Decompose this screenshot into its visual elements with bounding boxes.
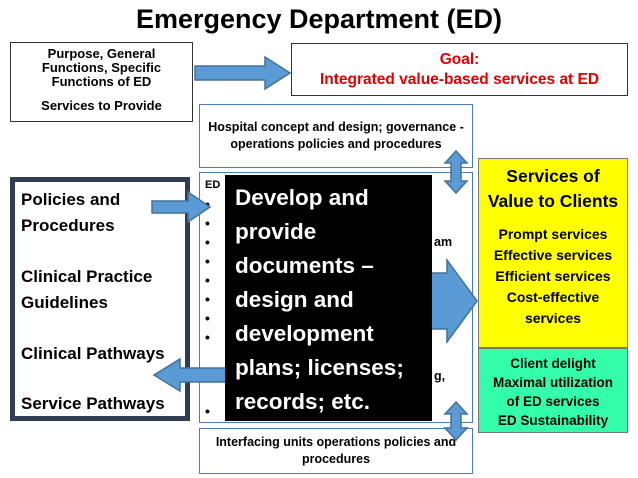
arrow-interfacing-ed-icon xyxy=(443,400,469,442)
page-title: Emergency Department (ED) xyxy=(135,4,503,34)
ed-bullet: • xyxy=(205,291,210,307)
overlay-line: development xyxy=(235,321,374,346)
purpose-box: Purpose, General Functions, Specific Fun… xyxy=(10,42,193,122)
outcome-item: Client delight xyxy=(510,356,596,371)
outcome-item: ED Sustainability xyxy=(497,413,609,428)
service-item: services xyxy=(524,310,582,326)
overlay-line: records; etc. xyxy=(235,389,371,414)
policies-line: Clinical Practice xyxy=(21,267,153,286)
overlay-line: Develop and xyxy=(235,185,369,210)
ed-text-fragment: g, xyxy=(434,369,446,383)
service-item: Prompt services xyxy=(498,226,608,242)
outcome-item: Maximal utilization xyxy=(492,375,614,390)
goal-text: Integrated value-based services at ED xyxy=(319,70,600,88)
interfacing-text: Interfacing units operations policies an… xyxy=(215,435,457,466)
hospital-text: Hospital concept and design; governance … xyxy=(208,120,464,151)
policies-line: Procedures xyxy=(21,216,115,235)
ed-label: ED xyxy=(205,179,221,191)
policies-line: Clinical Pathways xyxy=(21,344,165,363)
arrow-policies-to-ed-icon xyxy=(151,190,212,224)
policies-line: Service Pathways xyxy=(21,394,165,413)
ed-bullet: • xyxy=(205,403,210,419)
policies-line: Policies and xyxy=(21,190,121,209)
goal-box: Goal: Integrated value-based services at… xyxy=(291,43,628,96)
develop-documents-overlay: Develop and provide documents – design a… xyxy=(225,175,432,421)
services-to-provide: Services to Provide xyxy=(41,98,162,113)
service-item: Efficient services xyxy=(495,268,611,284)
purpose-line: Functions, Specific xyxy=(41,60,162,75)
arrow-purpose-to-goal-icon xyxy=(194,55,292,91)
ed-bullet: • xyxy=(205,234,210,250)
outcome-item: of ED services xyxy=(506,394,600,409)
ed-bullet: • xyxy=(205,272,210,288)
arrow-hospital-ed-icon xyxy=(443,149,469,195)
policies-line: Guidelines xyxy=(21,293,108,312)
overlay-line: documents – xyxy=(235,253,374,278)
services-of-value-box: Services of Value to Clients Prompt serv… xyxy=(478,158,628,348)
outcomes-box: Client delight Maximal utilization of ED… xyxy=(478,348,628,433)
ed-bullet: • xyxy=(205,329,210,345)
arrow-ed-to-policies-icon xyxy=(152,357,231,393)
purpose-line: Functions of ED xyxy=(51,74,152,89)
ed-text-fragment: am xyxy=(434,235,453,249)
ed-bullet: • xyxy=(205,253,210,269)
ed-bullet: • xyxy=(205,310,210,326)
policies-box: Policies and Procedures Clinical Practic… xyxy=(10,177,190,421)
purpose-line: Purpose, General xyxy=(47,46,156,61)
goal-label: Goal: xyxy=(439,50,480,68)
overlay-line: provide xyxy=(235,219,317,244)
service-item: Cost-effective xyxy=(506,289,600,305)
overlay-line: design and xyxy=(235,287,354,312)
services-heading: Services of xyxy=(506,166,600,186)
hospital-box: Hospital concept and design; governance … xyxy=(199,104,473,168)
services-heading: Value to Clients xyxy=(487,191,619,211)
overlay-line: plans; licenses; xyxy=(235,355,404,380)
interfacing-box: Interfacing units operations policies an… xyxy=(199,428,473,474)
ed-bullet: • xyxy=(205,215,210,231)
ed-bullet: • xyxy=(205,196,210,212)
service-item: Effective services xyxy=(493,247,613,263)
